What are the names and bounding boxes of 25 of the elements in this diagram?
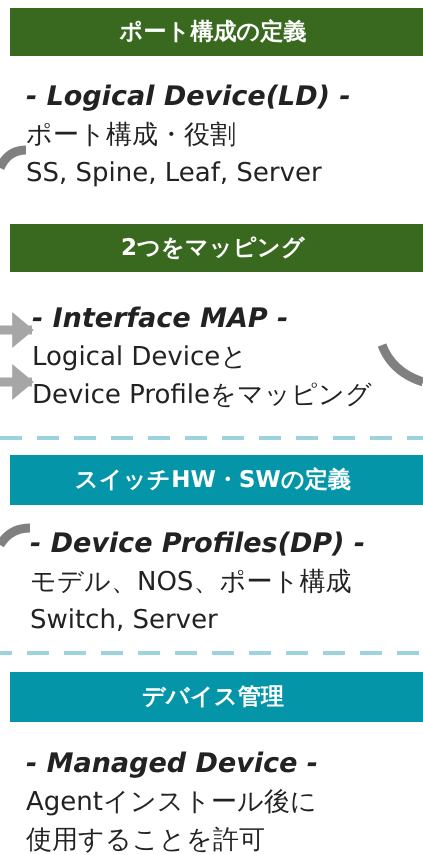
section-header-bar <box>10 672 423 722</box>
curved-connector <box>378 343 423 386</box>
item-heading: - Managed Device - <box>26 747 320 781</box>
section-title: スイッチHW・SWの定義 <box>75 468 351 492</box>
description-text: 使用することを許可 <box>26 824 266 855</box>
section-title: デバイス管理 <box>142 686 284 708</box>
item-heading: - Interface MAP - <box>32 302 290 336</box>
description-text: モデル、NOS、ポート構成 <box>30 566 352 599</box>
description-text: SS, Spine, Leaf, Server <box>26 157 323 190</box>
arrow <box>0 312 34 348</box>
description-text: Device Profileをマッピング <box>32 379 374 412</box>
section-title: 2つをマッピング <box>120 236 305 260</box>
description-text: Switch, Server <box>30 604 219 637</box>
section-title: ポート構成の定義 <box>120 20 306 44</box>
description-text: Agentインストール後に <box>26 786 318 819</box>
curved-connector <box>0 146 26 170</box>
description-text: ポート構成・役割 <box>26 119 237 152</box>
arrow <box>0 364 34 400</box>
section-header-bar <box>10 8 423 56</box>
section-header-bar <box>10 455 423 505</box>
description-text: Logical Deviceと <box>32 341 248 374</box>
item-heading: - Device Profiles(DP) - <box>30 527 366 561</box>
section-header-bar <box>10 224 423 272</box>
curved-connector <box>0 524 30 548</box>
item-heading: - Logical Device(LD) - <box>26 80 352 114</box>
